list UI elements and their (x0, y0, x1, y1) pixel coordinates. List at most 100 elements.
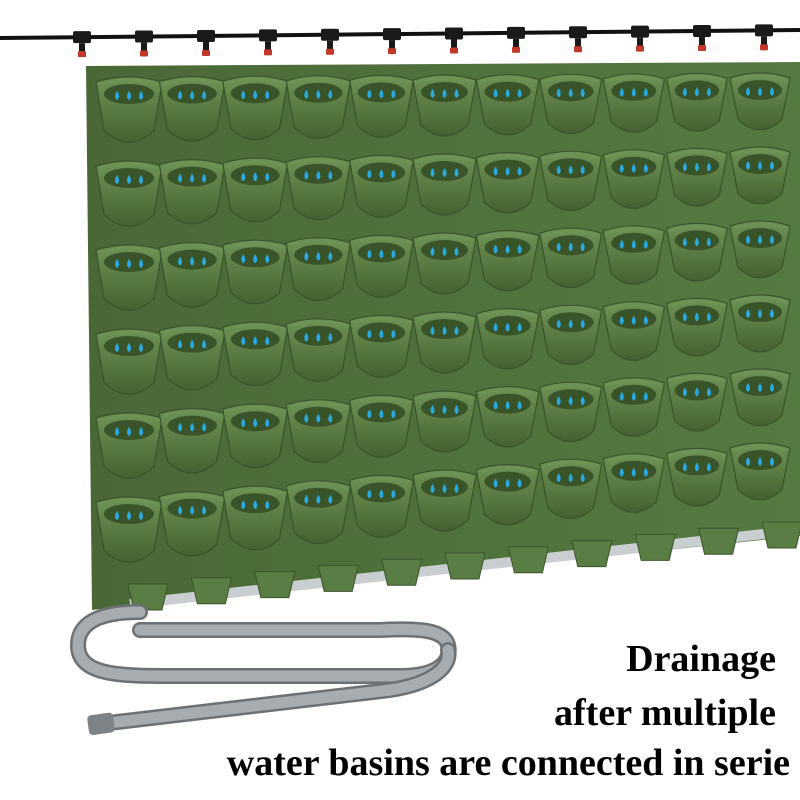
water-drop-icon (379, 249, 384, 259)
water-drop-icon (517, 88, 522, 98)
planter-pot (475, 74, 540, 136)
water-drop-icon (556, 165, 561, 175)
planter-pot (222, 485, 289, 551)
planter-pot (285, 75, 352, 140)
water-drop-icon (619, 315, 624, 325)
water-drop-icon (706, 462, 711, 472)
water-drop-icon (328, 89, 333, 99)
water-drop-icon (115, 511, 119, 520)
drip-irrigation-emitter-icon (631, 25, 649, 52)
water-drop-icon (442, 405, 447, 414)
water-drop-icon (454, 247, 459, 256)
water-drop-icon (202, 505, 207, 515)
planter-pot (602, 453, 666, 513)
water-drop-icon (454, 168, 459, 177)
water-drop-icon (706, 312, 711, 322)
water-drop-icon (454, 89, 459, 98)
water-drop-icon (202, 339, 207, 349)
water-drop-icon (304, 251, 309, 261)
planter-pot (602, 73, 666, 133)
water-drop-icon (580, 473, 585, 483)
water-drop-icon (430, 247, 435, 256)
planter-pot (95, 412, 163, 479)
water-drop-icon (631, 239, 636, 249)
planter-pot (475, 386, 540, 448)
planter-pot (158, 76, 226, 142)
water-drop-icon (770, 457, 774, 466)
water-drop-icon (517, 322, 522, 332)
water-drop-icon (493, 166, 498, 176)
water-drop-icon (493, 322, 498, 332)
planter-pot (95, 496, 163, 563)
water-drop-icon (758, 235, 762, 244)
water-drop-icon (694, 387, 699, 397)
water-drop-icon (568, 396, 573, 406)
water-drop-icon (758, 87, 762, 96)
water-drop-icon (265, 254, 270, 264)
water-drop-icon (430, 89, 435, 98)
water-drop-icon (493, 88, 498, 98)
water-drop-icon (454, 326, 459, 335)
water-drop-icon (178, 90, 183, 100)
water-drop-icon (316, 89, 321, 99)
water-drop-icon (682, 462, 687, 472)
planter-pot (539, 73, 603, 135)
water-drop-icon (643, 315, 648, 325)
water-drop-icon (328, 251, 333, 261)
water-drop-icon (316, 413, 321, 423)
water-drop-icon (505, 400, 510, 410)
caption-line-water-basins-connected: water basins are connected in serie (226, 742, 790, 784)
planter-pot (348, 74, 414, 138)
water-drop-icon (619, 391, 624, 401)
drip-irrigation-emitter-icon (693, 24, 711, 51)
water-drop-icon (127, 91, 131, 100)
water-drop-icon (379, 89, 384, 99)
drain-cup (634, 533, 676, 561)
water-drop-icon (746, 309, 750, 318)
water-drop-icon (391, 169, 396, 179)
water-drop-icon (682, 312, 687, 322)
water-drop-icon (770, 161, 774, 170)
water-drop-icon (115, 259, 119, 268)
planter-pot (665, 72, 728, 132)
drip-emitter-row (73, 24, 773, 58)
water-drop-icon (682, 87, 687, 97)
planter-pot (222, 75, 289, 141)
water-drop-icon (631, 163, 636, 173)
water-drop-icon (770, 383, 774, 392)
water-drop-icon (202, 422, 207, 432)
water-drop-icon (367, 89, 372, 99)
caption-line-after-multiple: after multiple (554, 692, 776, 734)
water-drop-icon (304, 494, 309, 504)
water-drop-icon (556, 242, 561, 252)
water-drop-icon (758, 309, 762, 318)
water-drop-icon (391, 249, 396, 259)
water-drop-icon (304, 332, 309, 342)
water-drop-icon (556, 88, 561, 98)
planter-pot (348, 154, 414, 218)
water-drop-icon (694, 312, 699, 322)
water-drop-icon (190, 339, 195, 349)
water-drop-icon (619, 163, 624, 173)
water-drop-icon (139, 427, 143, 436)
water-drop-icon (517, 244, 522, 254)
caption-line-drainage: Drainage (626, 638, 776, 680)
water-drop-icon (517, 400, 522, 410)
planter-pot (348, 394, 414, 458)
water-drop-icon (442, 89, 447, 98)
drain-cup (127, 583, 169, 611)
water-drop-icon (178, 505, 183, 515)
water-drop-icon (391, 489, 396, 499)
drip-irrigation-emitter-icon (73, 31, 91, 58)
water-drop-icon (631, 87, 636, 97)
water-drop-icon (265, 336, 270, 346)
drip-irrigation-emitter-icon (383, 28, 401, 55)
planter-pot (285, 480, 352, 545)
water-drop-icon (706, 237, 711, 247)
water-drop-icon (580, 396, 585, 406)
water-drop-icon (328, 170, 333, 180)
water-drop-icon (139, 259, 143, 268)
water-drop-icon (706, 87, 711, 97)
water-drop-icon (367, 329, 372, 339)
drain-cup (190, 577, 233, 605)
